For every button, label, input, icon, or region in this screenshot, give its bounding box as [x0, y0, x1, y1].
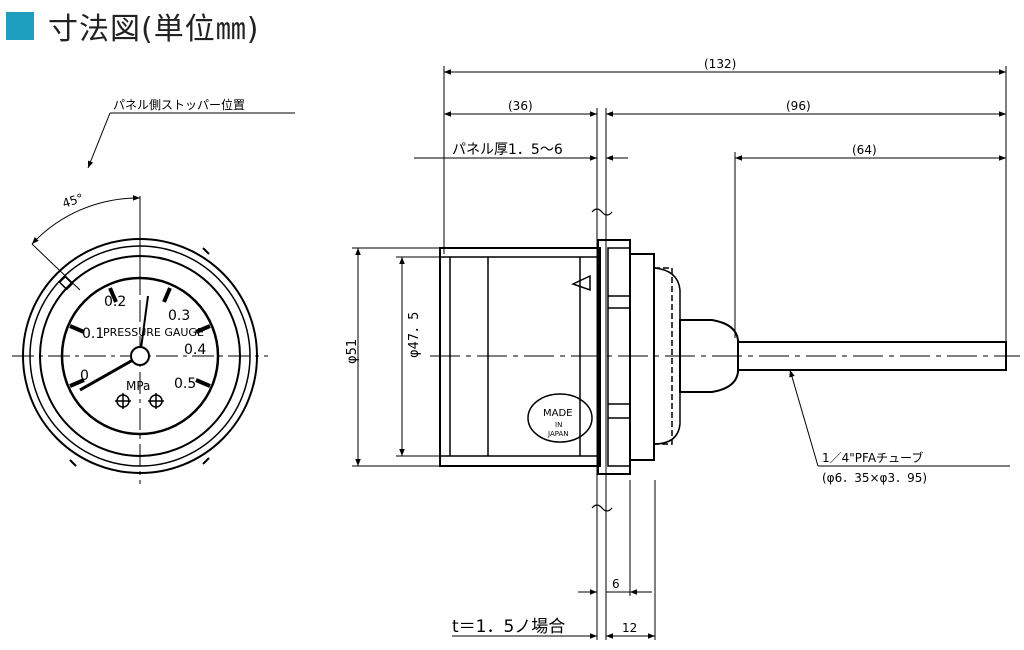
dim-6-label: 6 [612, 577, 620, 591]
dial-ticks [69, 287, 211, 388]
tick-label-0.1: 0.1 [82, 326, 104, 342]
in-label: IN [555, 421, 562, 429]
callout-text: パネル側ストッパー位置 [113, 97, 245, 112]
screw-icon [148, 393, 164, 409]
tube-spec: (φ6．35×φ3．95) [822, 471, 927, 485]
gauge-label: PRESSURE GAUGE [103, 326, 204, 339]
dim-96: (96) [786, 99, 811, 113]
made-label: MADE [543, 408, 573, 419]
front-view [12, 112, 295, 484]
side-view-text: (132) (36) (96) (64) パネル厚1．5～6 φ51 φ47．5… [345, 57, 927, 637]
unit-label: MPa [126, 379, 150, 393]
dim-12-label: 12 [622, 621, 637, 635]
front-view-text: パネル側ストッパー位置 45° 0.2 0.1 0.3 0.4 0 0.5 PR… [61, 97, 245, 393]
panel-flange [597, 239, 631, 475]
panel-thickness-label: パネル厚1．5～6 [452, 142, 563, 158]
needle-ref [139, 295, 149, 357]
tick-label-0.3: 0.3 [168, 308, 190, 324]
dim-132: (132) [704, 57, 736, 71]
tick-label-0: 0 [80, 368, 89, 384]
dia-51-label: φ51 [345, 339, 360, 364]
stopper-lug [58, 275, 74, 291]
square-icon [6, 12, 34, 40]
tick-label-0.4: 0.4 [184, 342, 206, 358]
tube-fitting [679, 319, 739, 393]
dim-36: (36) [508, 99, 533, 113]
japan-label: JAPAN [547, 430, 569, 438]
screw-icon [115, 393, 131, 409]
section-header: 寸法図(単位㎜) [6, 4, 259, 48]
nut-hidden [653, 267, 673, 445]
angle-label: 45° [61, 191, 86, 211]
tube-label: 1／4"PFAチューブ [822, 450, 923, 465]
pfa-tube [737, 341, 1007, 371]
gauge-body [439, 247, 601, 467]
angle-arc [31, 195, 141, 245]
side-view [352, 66, 1020, 640]
made-in-japan-badge [527, 393, 593, 443]
dim-64: (64) [852, 143, 877, 157]
tick-label-0.2: 0.2 [104, 294, 126, 310]
tube-leader [789, 369, 819, 467]
gauge-needle [79, 354, 141, 392]
tick-label-0.5: 0.5 [174, 376, 196, 392]
lock-nut [629, 253, 655, 461]
needle-pivot [130, 346, 150, 366]
section-title: 寸法図(単位㎜) [48, 12, 260, 47]
callout-leader [87, 112, 111, 169]
note-label: t＝1．5ノ場合 [452, 617, 565, 637]
dia-47-label: φ47．5 [407, 312, 422, 358]
